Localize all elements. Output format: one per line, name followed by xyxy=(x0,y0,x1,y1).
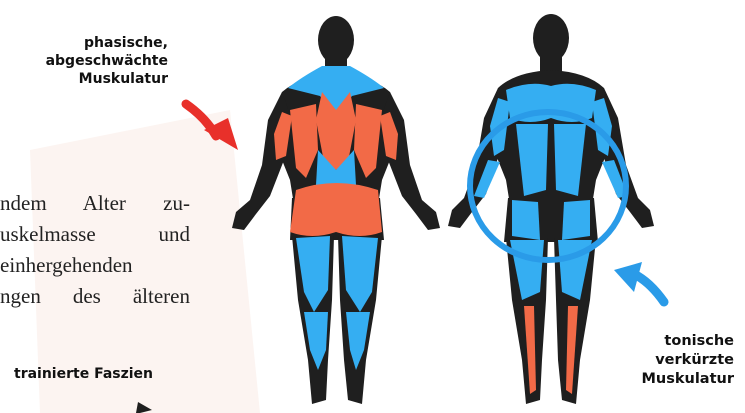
front-hip-flexor-right-tonic xyxy=(562,200,590,240)
blue-arrow-icon xyxy=(614,262,664,302)
red-arrow-icon xyxy=(186,104,238,150)
front-view-figure xyxy=(448,14,654,404)
front-hip-flexor-left-tonic xyxy=(512,200,540,240)
fascia-arrow-icon xyxy=(136,402,152,413)
back-glutes-phasic xyxy=(290,183,382,236)
back-view-figure xyxy=(232,16,440,404)
